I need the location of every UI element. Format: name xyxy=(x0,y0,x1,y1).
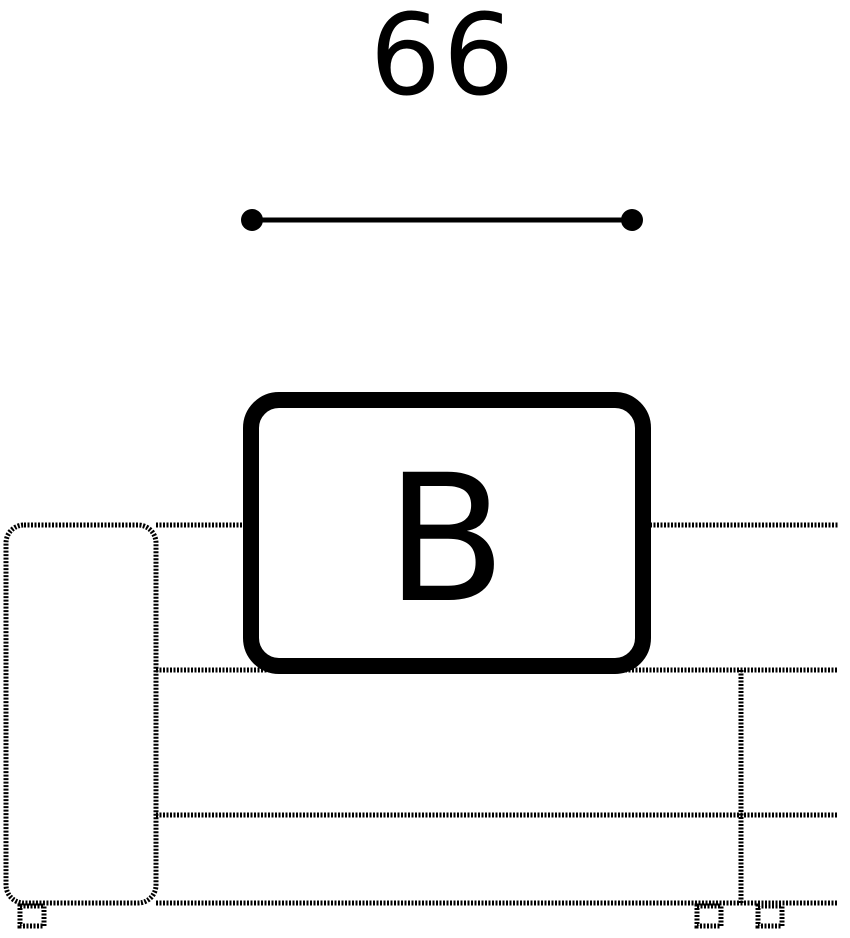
sofa-foot-middle xyxy=(694,903,724,929)
dimension-endpoint-right xyxy=(621,209,643,231)
armrest-outline xyxy=(3,522,159,906)
module-box xyxy=(243,392,651,674)
sofa-foot-right xyxy=(755,903,785,929)
dimension-value: 66 xyxy=(369,0,517,121)
module-box-frame xyxy=(243,392,651,674)
sofa-foot-left xyxy=(17,903,47,929)
module-letter: B xyxy=(385,437,507,642)
dimension-endpoint-left xyxy=(241,209,263,231)
dimension-line xyxy=(241,209,643,231)
